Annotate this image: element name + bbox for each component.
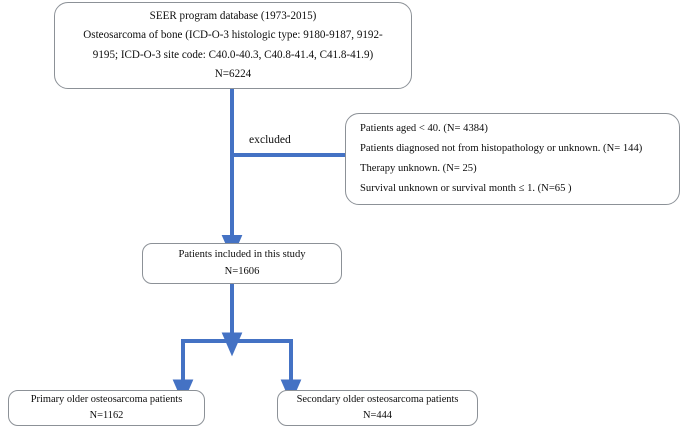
edge-split-bar — [172, 339, 302, 404]
primary-label: Primary older osteosarcoma patients — [30, 394, 183, 406]
exclusion-criteria-box: Patients aged < 40. (N= 4384) Patients d… — [345, 113, 680, 205]
included-label: Patients included in this study — [178, 249, 306, 261]
exclusion-item-2: Patients diagnosed not from histopatholo… — [360, 143, 643, 155]
source-line-1: SEER program database (1973-2015) — [149, 10, 317, 23]
included-cohort-box: Patients included in this study N=1606 — [142, 243, 342, 284]
included-count: N=1606 — [224, 265, 260, 277]
exclusion-item-4: Survival unknown or survival month ≤ 1. … — [360, 182, 572, 194]
secondary-cohort-box: Secondary older osteosarcoma patients N=… — [277, 390, 478, 426]
seer-source-cohort-box: SEER program database (1973-2015) Osteos… — [54, 2, 412, 89]
primary-cohort-box: Primary older osteosarcoma patients N=11… — [8, 390, 205, 426]
primary-count: N=1162 — [89, 410, 124, 421]
secondary-label: Secondary older osteosarcoma patients — [296, 394, 459, 406]
excluded-edge-label: excluded — [249, 133, 291, 146]
source-line-2: Osteosarcoma of bone (ICD-O-3 histologic… — [83, 29, 383, 42]
exclusion-item-1: Patients aged < 40. (N= 4384) — [360, 123, 488, 135]
source-count: N=6224 — [214, 67, 252, 80]
secondary-count: N=444 — [363, 410, 392, 421]
exclusion-item-3: Therapy unknown. (N= 25) — [360, 163, 477, 174]
source-line-3: 9195; ICD-O-3 site code: C40.0-40.3, C40… — [92, 48, 374, 61]
